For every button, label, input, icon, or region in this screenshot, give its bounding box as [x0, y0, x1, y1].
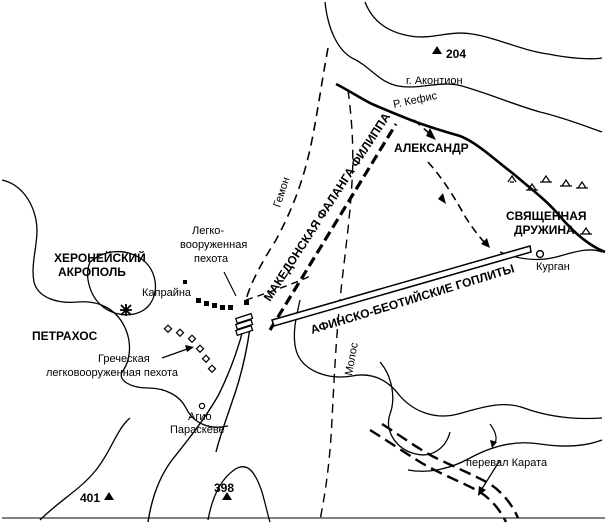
- summit-401-icon: [104, 492, 114, 500]
- alexander-arrows: [413, 119, 487, 245]
- greek-light-label-1: Греческая: [98, 353, 150, 365]
- kefis-label: Р. Кефис: [392, 90, 439, 111]
- macedonian-phalanx: [268, 123, 398, 331]
- greek-light-unit: [163, 324, 173, 334]
- alexander-arrowheads: [426, 128, 490, 248]
- center-block: [234, 318, 254, 331]
- height-401-contour: [39, 417, 131, 521]
- hoplite-line: [271, 245, 532, 327]
- light-infantry-unit: [244, 300, 249, 305]
- alexander-label: АЛЕКСАНДР: [394, 141, 469, 155]
- molos-label: Молос: [343, 341, 361, 376]
- greek-light-pointer: [161, 347, 191, 359]
- acropolis-contour: [1, 179, 229, 428]
- light-infantry-label-2: вооруженная: [180, 239, 247, 251]
- gemon-label: Гемон: [271, 176, 292, 209]
- sacred-band-contour: [499, 249, 603, 261]
- kapraina-label: Капрайна: [142, 287, 192, 299]
- center-block: [234, 312, 254, 325]
- agio-village-icon: [198, 402, 206, 410]
- pass-road-2: [381, 422, 520, 519]
- molos-contour: [293, 299, 603, 420]
- light-infantry-unit: [212, 303, 217, 308]
- greek-light-unit: [187, 334, 197, 344]
- acropolis-star-icon: [120, 304, 132, 316]
- pass-arrowhead-icon: [478, 486, 486, 496]
- light-infantry-unit: [204, 301, 209, 306]
- greek-light-unit: [175, 328, 185, 338]
- arrowhead-icon: [481, 238, 490, 248]
- height-401-label: 401: [80, 491, 100, 505]
- phalanx-flank-line: [245, 275, 311, 301]
- petrachos-label: ПЕТРАХОС: [32, 329, 98, 343]
- acropolis-summit-contour: [87, 251, 157, 316]
- road-west: [147, 325, 245, 523]
- light-infantry-unit: [220, 305, 225, 310]
- pass-roads: [369, 422, 520, 523]
- height-398-label: 398: [214, 481, 234, 495]
- tent-icon: [560, 178, 572, 187]
- tent-icon: [526, 182, 538, 191]
- light-infantry-label-3: пехота: [194, 253, 229, 265]
- kurgan-label: Курган: [536, 261, 570, 273]
- greek-light-unit: [195, 344, 205, 354]
- gemon-stream: [245, 47, 329, 301]
- center-block: [234, 324, 254, 337]
- pass-label: перевал Карата: [466, 457, 548, 469]
- road-east: [215, 327, 251, 453]
- pass-pointer: [479, 459, 501, 493]
- macedonian-light-infantry: [196, 298, 249, 310]
- light-infantry-label-1: Легко-: [192, 225, 224, 237]
- tent-icon: [507, 174, 517, 183]
- arrowhead-icon: [438, 193, 446, 204]
- arrowhead-icon: [426, 128, 436, 140]
- pass-road-1: [369, 428, 508, 523]
- alexander-start-arrow: [413, 119, 431, 135]
- greek-center-blocks: [234, 312, 254, 337]
- kefis-river: [335, 82, 606, 254]
- height-398-contour: [207, 466, 271, 523]
- pointer-arrowhead-icon: [185, 345, 194, 352]
- light-infantry-pointer: [223, 271, 237, 297]
- hoplites-label: АФИНСКО-БЕОТИЙСКИЕ ГОПЛИТЫ: [308, 260, 516, 336]
- sacred-band-label-1: СВЯЩЕННАЯ: [506, 209, 587, 223]
- akontion-contour-inner: [364, 1, 603, 60]
- acropolis-star-strokes: [120, 304, 132, 316]
- acropolis-label-1: ХЕРОНЕЙСКИЙ: [54, 250, 146, 265]
- akontion-label: г. Аконтион: [406, 75, 463, 87]
- light-infantry-unit: [196, 298, 201, 303]
- summit-398-icon: [222, 492, 232, 500]
- pass-contour: [407, 439, 603, 472]
- sacred-band-label-2: ДРУЖИНА: [514, 223, 575, 237]
- pass-curve-arrowhead-icon: [490, 440, 497, 448]
- acropolis-label-2: АКРОПОЛЬ: [58, 265, 126, 279]
- alexander-path-arrow: [427, 161, 487, 245]
- height-204-label: 204: [446, 47, 466, 61]
- agio-label-1: Агио: [188, 411, 212, 423]
- greek-light-label-2: легковооруженная пехота: [46, 367, 179, 379]
- tent-icon: [580, 226, 592, 235]
- light-infantry-unit: [228, 305, 233, 310]
- ridge-contour: [379, 361, 451, 456]
- kapraina-village-icon: [183, 280, 187, 284]
- tent-icon: [540, 174, 552, 183]
- summit-204-icon: [432, 46, 442, 54]
- kurgan-icon: [535, 249, 545, 259]
- agio-label-2: Параскеве: [170, 424, 225, 436]
- tent-icon: [576, 180, 588, 189]
- akontion-contour-outer: [324, 1, 603, 133]
- greek-light-infantry: [163, 324, 217, 374]
- greek-light-unit: [201, 354, 211, 364]
- athenian-boeotian-hoplites: [271, 245, 532, 327]
- greek-light-unit: [207, 364, 217, 374]
- sacred-band-tents: [507, 174, 592, 235]
